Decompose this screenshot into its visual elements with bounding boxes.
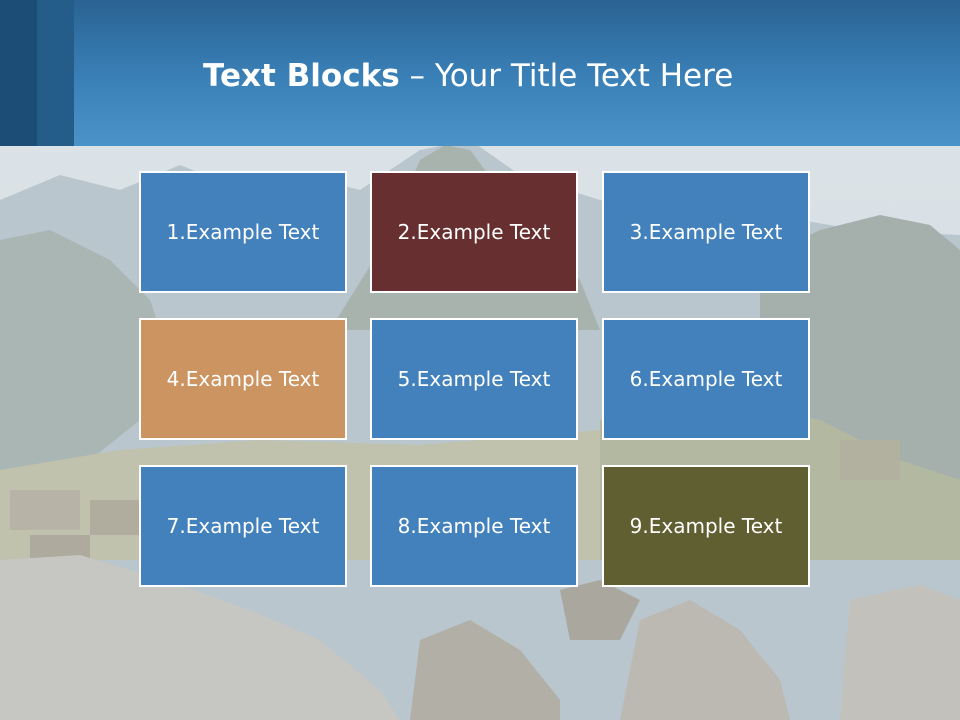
text-block-label: 9.Example Text [629,514,783,538]
text-block-label: 2.Example Text [397,220,551,244]
title-bold: Text Blocks [203,58,400,94]
title-rest: Your Title Text Here [434,58,734,94]
slide-title: Text Blocks – Your Title Text Here [203,52,733,100]
text-block-4: 4.Example Text [139,318,347,440]
title-banner: Text Blocks – Your Title Text Here [0,0,960,146]
text-block-label: 6.Example Text [629,367,783,391]
banner-accent-stripe-dark [0,0,37,146]
text-block-label: 3.Example Text [629,220,783,244]
text-block-8: 8.Example Text [370,465,578,587]
title-separator: – [399,58,435,94]
text-block-9: 9.Example Text [602,465,810,587]
banner-accent-stripe [37,0,74,146]
text-block-7: 7.Example Text [139,465,347,587]
text-block-label: 7.Example Text [166,514,320,538]
text-block-label: 4.Example Text [166,367,320,391]
text-block-label: 8.Example Text [397,514,551,538]
text-block-6: 6.Example Text [602,318,810,440]
text-block-2: 2.Example Text [370,171,578,293]
text-block-label: 1.Example Text [166,220,320,244]
text-block-5: 5.Example Text [370,318,578,440]
text-block-1: 1.Example Text [139,171,347,293]
text-block-label: 5.Example Text [397,367,551,391]
text-block-3: 3.Example Text [602,171,810,293]
